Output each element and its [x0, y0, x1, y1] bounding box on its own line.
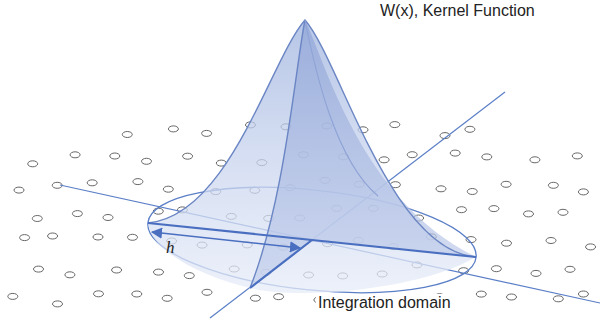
particle — [489, 206, 499, 212]
particle — [465, 126, 475, 132]
particle — [20, 235, 30, 241]
particle — [112, 267, 122, 273]
particle — [70, 152, 80, 158]
particle — [436, 186, 446, 192]
radius-label: h — [164, 238, 177, 258]
kernel-slice — [250, 20, 476, 288]
particle — [390, 122, 400, 128]
particle — [184, 273, 194, 279]
particle — [578, 189, 588, 195]
particle — [572, 153, 582, 159]
particle — [14, 187, 24, 193]
kernel-label: W(x), Kernel Function — [378, 2, 537, 20]
particle — [8, 293, 18, 299]
particle — [28, 161, 38, 167]
particle — [65, 272, 75, 278]
particle — [482, 154, 492, 160]
particle — [553, 296, 563, 302]
particle — [87, 180, 97, 186]
particle — [501, 181, 511, 187]
particle — [467, 189, 477, 195]
particle — [93, 234, 103, 240]
particle — [32, 216, 42, 222]
particle — [524, 211, 534, 217]
kernel-profile — [305, 20, 378, 196]
particle — [132, 291, 142, 297]
particle — [48, 233, 58, 239]
slice-edge — [148, 223, 476, 288]
particle — [202, 130, 212, 136]
particle — [586, 244, 596, 250]
particle — [531, 270, 541, 276]
particle — [133, 179, 143, 185]
particle — [565, 266, 575, 272]
particle — [558, 209, 568, 215]
particle — [546, 238, 556, 244]
particle — [168, 126, 178, 132]
particle — [110, 153, 120, 159]
particle — [202, 289, 212, 295]
particle — [379, 157, 389, 163]
particle — [53, 301, 63, 307]
particle — [507, 294, 517, 300]
particle — [476, 291, 486, 297]
domain-label: Integration domain — [316, 294, 453, 312]
kernel-profile — [148, 20, 476, 257]
particle — [450, 150, 460, 156]
particle — [457, 207, 467, 213]
particle — [142, 158, 152, 164]
particle — [250, 295, 260, 301]
particle — [274, 294, 284, 300]
particle — [34, 266, 44, 272]
particle — [530, 157, 540, 163]
particle — [491, 266, 501, 272]
particle — [162, 295, 172, 301]
kernel-surface — [148, 20, 476, 293]
particle — [128, 234, 138, 240]
particle — [72, 211, 82, 217]
particle — [122, 132, 132, 138]
particle — [163, 186, 173, 192]
particle — [183, 153, 193, 159]
particle — [94, 291, 104, 297]
particle — [578, 291, 588, 297]
particle — [154, 269, 164, 275]
particle — [103, 215, 113, 221]
particle — [502, 240, 512, 246]
particle — [548, 182, 558, 188]
particle — [407, 152, 417, 158]
